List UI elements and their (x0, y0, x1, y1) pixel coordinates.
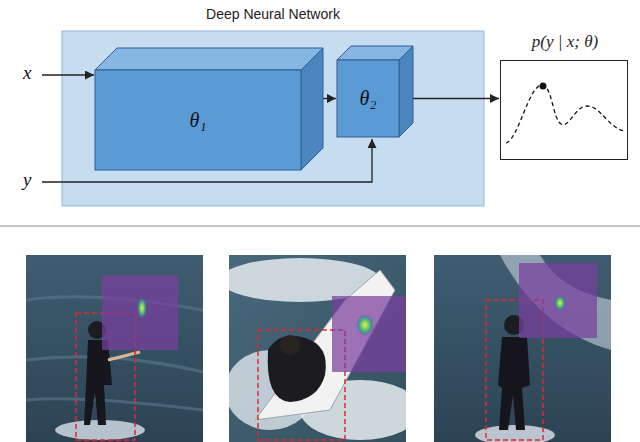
layer-block: θ₁ (95, 48, 323, 170)
distribution-plot: p(y | x; θ) (500, 60, 628, 160)
photo-water (434, 255, 611, 442)
input-variable: x (23, 62, 31, 84)
block-top-face (95, 48, 323, 70)
attention-region (519, 263, 597, 338)
flow-arrow (323, 98, 336, 99)
photo (26, 255, 203, 442)
density-curve (501, 61, 629, 161)
block-side-face (301, 48, 323, 170)
flow-arrow (413, 98, 499, 99)
heat-spot (554, 295, 566, 311)
photo-water (26, 255, 203, 442)
plot-title: p(y | x; θ) (481, 32, 640, 52)
network-panel (62, 31, 484, 206)
person-body (268, 336, 326, 402)
person-head (280, 335, 300, 355)
sample-dot (540, 83, 547, 90)
detection-box (258, 330, 345, 440)
separator-line (0, 226, 640, 227)
layer-block: θ₂ (337, 46, 413, 137)
photo (229, 255, 406, 442)
heat-spot (137, 297, 147, 319)
panel-title: Deep Neural Network (62, 6, 484, 22)
block-front-face (337, 60, 399, 137)
attention-region (102, 275, 178, 350)
spray (500, 255, 611, 350)
network-panel: θ₁θ₂Deep Neural Network (62, 31, 484, 206)
photo (434, 255, 611, 442)
person-body (498, 337, 530, 430)
block-side-face (399, 46, 413, 137)
input-arrow (42, 74, 94, 75)
density-curve (506, 85, 625, 143)
block-label: θ₂ (337, 60, 399, 137)
person-body (84, 340, 112, 425)
block-label: θ₁ (95, 70, 301, 170)
attention-region (332, 296, 406, 372)
block-front-face (95, 70, 301, 170)
input-variable: y (23, 169, 31, 191)
block-outline (95, 48, 323, 170)
heat-spot (356, 314, 374, 336)
